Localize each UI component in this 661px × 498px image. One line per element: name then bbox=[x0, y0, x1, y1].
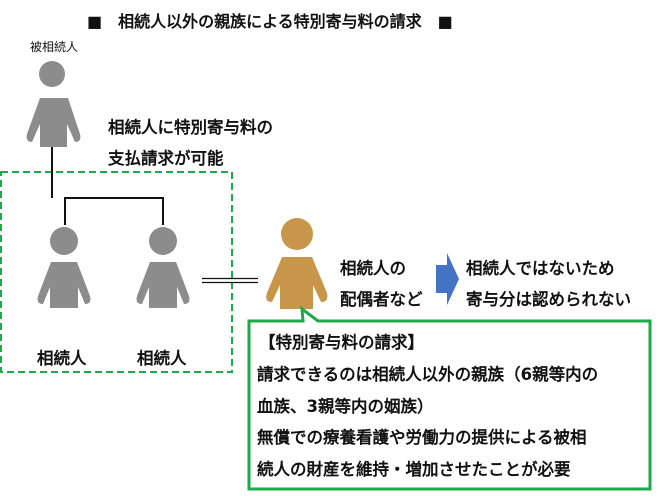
callout-line: 無償での療養看護や労働力の提供による被相 bbox=[257, 428, 587, 447]
page-title: ■ 相続人以外の親族による特別寄与料の請求 ■ bbox=[87, 12, 453, 31]
callout-line: 血族、3親等内の姻族） bbox=[257, 397, 434, 416]
decedent-label: 被相続人 bbox=[30, 40, 79, 54]
heir-label: 相続人 bbox=[137, 349, 187, 368]
decedent-person-icon bbox=[26, 61, 81, 147]
result-text: 寄与分は認められない bbox=[466, 290, 631, 309]
result-text: 相続人ではないため bbox=[466, 259, 615, 278]
marriage-double-line bbox=[202, 277, 258, 284]
family-tree-lines bbox=[51, 145, 164, 225]
callout-box bbox=[247, 305, 652, 491]
spouse-label: 相続人の bbox=[340, 259, 406, 278]
heir-label: 相続人 bbox=[37, 349, 87, 368]
claim-note-line: 支払請求が可能 bbox=[108, 149, 224, 168]
right-arrow-icon bbox=[436, 253, 459, 305]
callout-line: 続人の財産を維持・増加させたことが必要 bbox=[257, 460, 571, 479]
callout-heading: 【特別寄与料の請求】 bbox=[259, 333, 424, 352]
callout-line: 請求できるのは相続人以外の親族（6親等内の bbox=[257, 365, 599, 384]
heirs-group-dashed-box bbox=[0, 171, 233, 373]
spouse-person-icon bbox=[266, 218, 328, 309]
spouse-label: 配偶者など bbox=[340, 290, 423, 309]
claim-note-line: 相続人に特別寄与料の bbox=[108, 118, 273, 137]
heir-person-icon bbox=[37, 227, 91, 308]
heir-person-icon bbox=[136, 227, 190, 308]
